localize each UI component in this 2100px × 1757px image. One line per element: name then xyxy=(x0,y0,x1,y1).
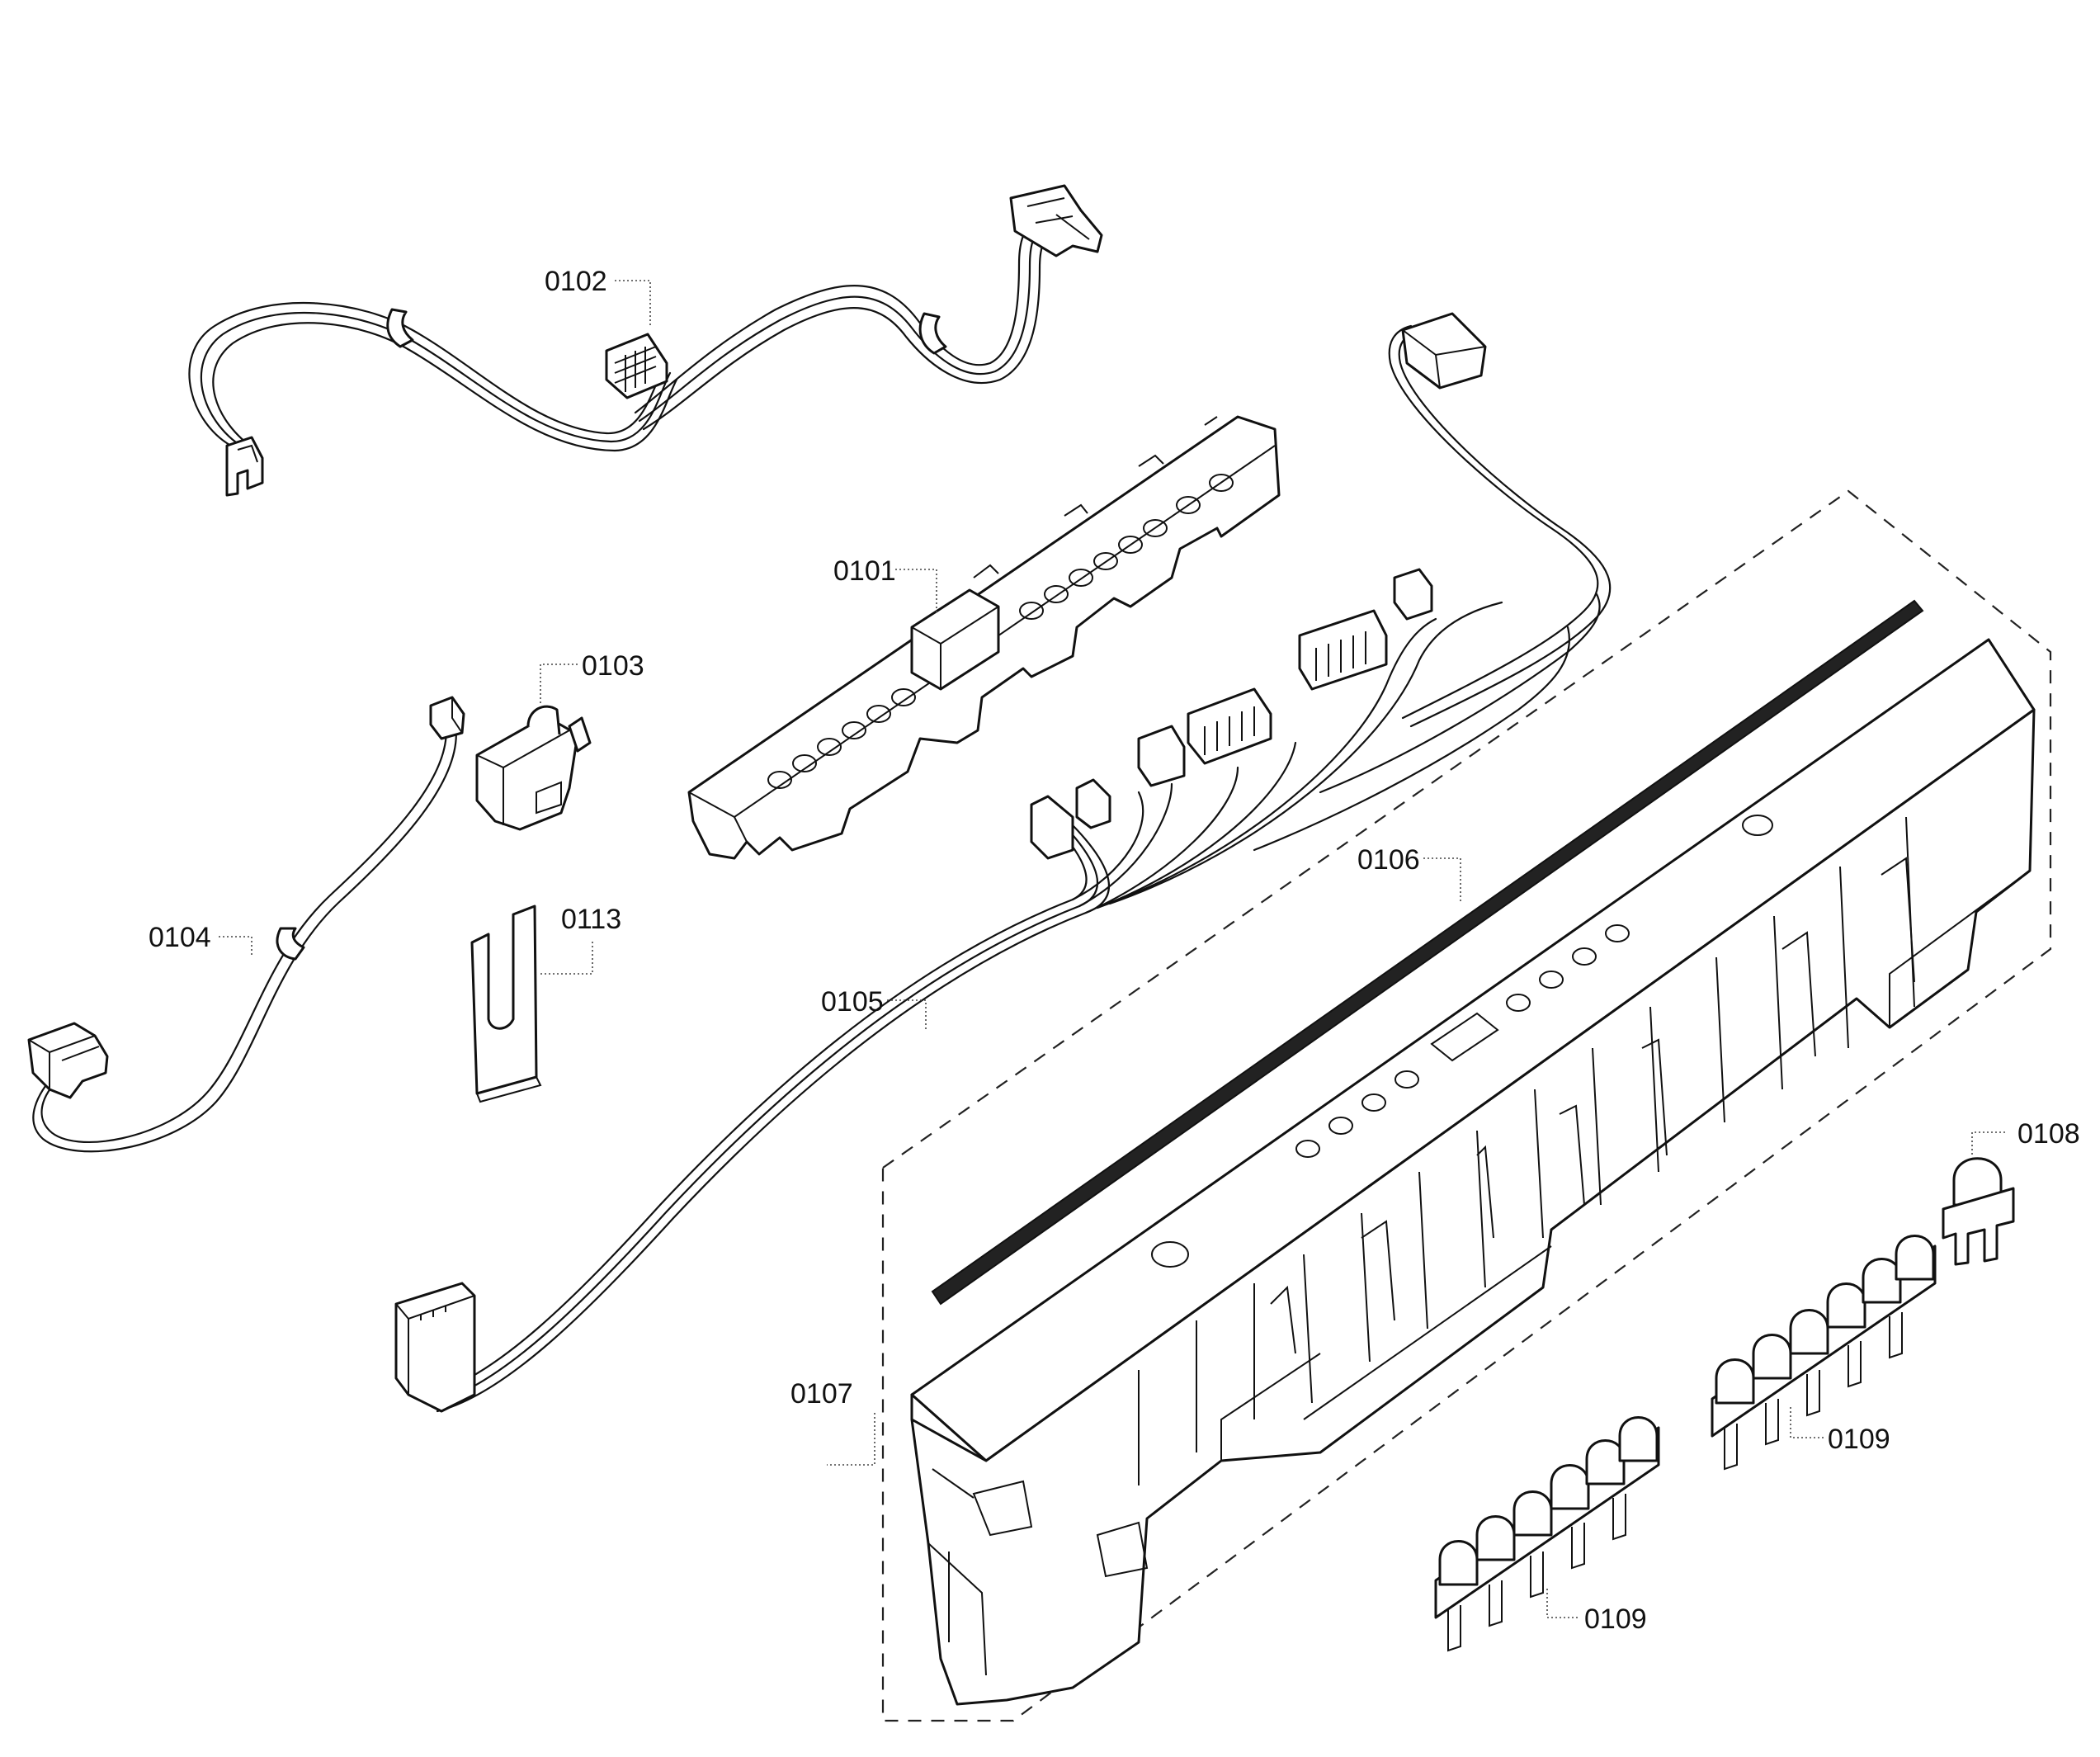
part-0105-ribbon-cable[interactable]: 0105 xyxy=(394,312,1612,1413)
callout-0103: 0103 xyxy=(582,650,644,682)
callout-0113: 0113 xyxy=(561,904,621,935)
callout-0108: 0108 xyxy=(2017,1118,2080,1150)
part-0106-gasket[interactable]: 0106 xyxy=(931,599,1924,1306)
callout-0101: 0101 xyxy=(833,555,896,587)
part-0104-cable[interactable]: 0104 xyxy=(27,696,465,1153)
part-0102-wire-harness[interactable]: 0102 xyxy=(188,184,1103,497)
part-0108-button[interactable]: 0108 xyxy=(1942,1118,2080,1266)
callout-0107: 0107 xyxy=(790,1378,853,1410)
part-0113-shim[interactable]: 0113 xyxy=(470,904,621,1103)
callout-0104: 0104 xyxy=(149,922,211,953)
part-0103-switch[interactable]: 0103 xyxy=(475,650,644,831)
part-0101-control-module[interactable]: 0101 xyxy=(687,415,1281,860)
callout-0102: 0102 xyxy=(545,266,607,297)
callout-0109-lower: 0109 xyxy=(1584,1603,1647,1635)
part-0107-control-panel[interactable]: 0107 xyxy=(790,638,2036,1706)
callout-0105: 0105 xyxy=(821,986,884,1018)
assembly-boundary xyxy=(881,489,2052,1722)
part-0109-button-strip-upper[interactable]: 0109 xyxy=(1711,1235,1937,1471)
part-0109-button-strip-lower[interactable]: 0109 xyxy=(1434,1416,1660,1652)
callout-0106: 0106 xyxy=(1357,844,1420,876)
callout-0109-upper: 0109 xyxy=(1828,1424,1890,1455)
